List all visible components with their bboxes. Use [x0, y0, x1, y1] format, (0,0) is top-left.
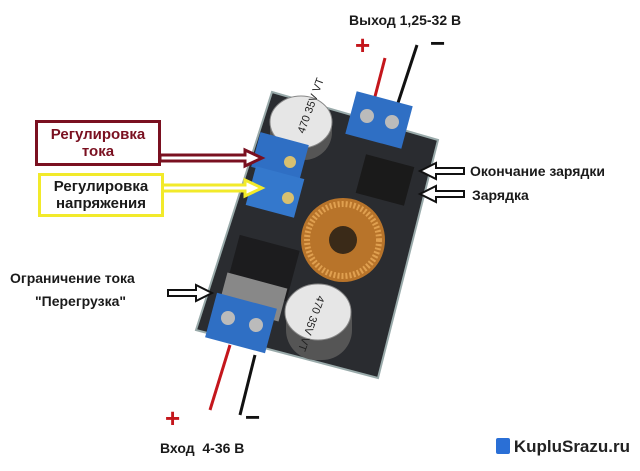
controller-chip	[355, 154, 415, 206]
output-minus-wire	[393, 44, 419, 113]
input-minus-wire	[238, 354, 257, 416]
capacitor-bottom: 470 35V VT	[284, 283, 352, 360]
current-adjust-line2: тока	[81, 143, 115, 160]
input-terminal	[205, 292, 277, 354]
charge-complete-label: Окончание зарядки	[470, 163, 605, 179]
arrow-current-adjust	[158, 147, 266, 169]
voltage-potentiometer	[245, 166, 305, 218]
watermark: KupluSrazu.ru	[495, 437, 630, 457]
voltage-adjust-label: Регулировка напряжения	[38, 173, 164, 217]
current-adjust-line1: Регулировка	[50, 126, 146, 143]
arrows-black	[167, 161, 465, 303]
input-plus-sign: +	[165, 403, 181, 433]
output-voltage-label: Выход 1,25-32 В	[349, 12, 462, 28]
input-minus-sign: −	[245, 402, 261, 432]
watermark-text: KupluSrazu.ru	[513, 437, 630, 456]
voltage-adjust-line2: напряжения	[56, 195, 146, 212]
toroid-inductor	[301, 198, 385, 282]
input-voltage-label: Вход 4-36 В	[160, 440, 245, 456]
input-plus-wire	[208, 344, 232, 411]
current-limit-label: Ограничение тока	[10, 270, 135, 286]
output-minus-sign: −	[430, 28, 446, 58]
voltage-adjust-line1: Регулировка	[53, 178, 149, 195]
output-plus-sign: +	[355, 30, 371, 60]
watermark-logo-icon	[495, 438, 510, 454]
current-potentiometer	[251, 132, 309, 180]
current-adjust-label: Регулировка тока	[35, 120, 161, 166]
charging-label: Зарядка	[472, 187, 529, 203]
overload-label: "Перегрузка"	[35, 293, 127, 309]
arrow-voltage-adjust	[158, 177, 266, 199]
output-terminal	[345, 91, 413, 149]
